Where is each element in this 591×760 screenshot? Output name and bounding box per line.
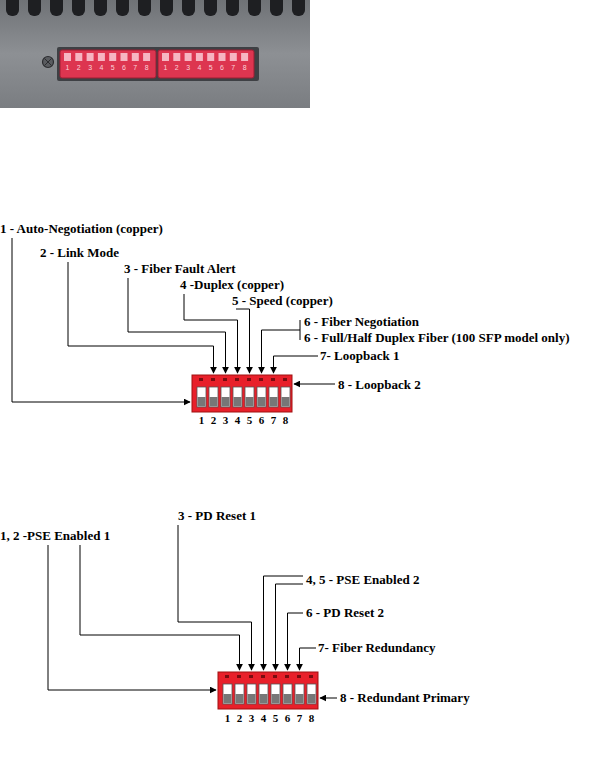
- switch-number: 1: [199, 415, 205, 426]
- switch-number: 7: [271, 415, 277, 426]
- leader-line: [80, 545, 240, 670]
- photo-digit: 2: [175, 64, 179, 71]
- switch-label: 6 - Fiber Negotiation: [304, 315, 419, 328]
- switch-label: 7- Loopback 1: [320, 349, 399, 362]
- switch-number: 3: [249, 713, 255, 724]
- switch-label: 1, 2 -PSE Enabled 1: [0, 529, 110, 542]
- switch-label: 3 - PD Reset 1: [178, 509, 256, 522]
- photo-digit: 4: [99, 64, 103, 71]
- metal-plate: [0, 0, 310, 108]
- photo-digit: 1: [164, 64, 168, 71]
- leader-line: [184, 294, 238, 373]
- dip-switch: [218, 672, 318, 709]
- leader-line: [300, 648, 317, 670]
- switch-label: 8 - Redundant Primary: [340, 691, 470, 704]
- photo-digit: 6: [220, 64, 224, 71]
- leader-line: [264, 576, 304, 670]
- leader-lines: [12, 238, 335, 402]
- leader-line: [276, 584, 304, 670]
- photo-digit: 6: [122, 64, 126, 71]
- leader-line: [320, 698, 337, 699]
- switch-label: 5 - Speed (copper): [232, 294, 333, 307]
- photo-digit: 1: [66, 64, 70, 71]
- photo-digit: 4: [197, 64, 201, 71]
- leader-line: [48, 545, 216, 690]
- leader-line: [236, 309, 250, 373]
- switch-number: 5: [273, 713, 279, 724]
- photo-digit: 5: [111, 64, 115, 71]
- switch-label: 2 - Link Mode: [40, 246, 119, 259]
- switch-number: 3: [223, 415, 229, 426]
- switch-number: 1: [225, 713, 231, 724]
- switch-number: 8: [309, 713, 315, 724]
- photo-digit: 3: [186, 64, 190, 71]
- switch-label: 6 - Full/Half Duplex Fiber (100 SFP mode…: [304, 331, 570, 344]
- switch-label: 4 -Duplex (copper): [180, 278, 284, 291]
- switch-number: 7: [297, 713, 303, 724]
- switch-number: 4: [261, 713, 267, 724]
- switch-number: 2: [211, 415, 217, 426]
- switch-recess: [57, 47, 259, 81]
- photo-digit: 2: [77, 64, 81, 71]
- screw-slot: [45, 59, 52, 66]
- leader-lines: [48, 525, 337, 698]
- leader-line: [288, 613, 304, 670]
- photo-digit: 5: [209, 64, 213, 71]
- switch-number: 5: [247, 415, 253, 426]
- photo-digit: 7: [133, 64, 137, 71]
- leader-line: [178, 525, 252, 670]
- switch-label: 7- Fiber Redundancy: [318, 641, 436, 654]
- switch-number: 6: [285, 713, 291, 724]
- photo-digit: 7: [231, 64, 235, 71]
- dip-switch-photo: [60, 50, 156, 78]
- dip-switch-photo: [158, 50, 254, 78]
- leader-line: [294, 384, 335, 385]
- switch-label: 8 - Loopback 2: [338, 378, 421, 391]
- dip-switch: [192, 375, 292, 412]
- vent-slots: [6, 0, 305, 16]
- device-photo: [0, 0, 310, 108]
- switch-number: 8: [283, 415, 289, 426]
- leader-line: [262, 330, 301, 373]
- photo-digit: 3: [88, 64, 92, 71]
- switch-number: 2: [237, 713, 243, 724]
- leader-line: [128, 278, 226, 373]
- switch-label: 1 - Auto-Negotiation (copper): [0, 222, 163, 235]
- leader-line: [274, 356, 319, 373]
- switch-number: 4: [235, 415, 241, 426]
- switch-label: 4, 5 - PSE Enabled 2: [306, 573, 419, 586]
- photo-digit: 8: [243, 64, 247, 71]
- switch-number: 6: [259, 415, 265, 426]
- switch-label: 6 - PD Reset 2: [306, 606, 384, 619]
- photo-digit: 8: [145, 64, 149, 71]
- switch-label: 3 - Fiber Fault Alert: [124, 262, 236, 275]
- screw: [43, 57, 54, 68]
